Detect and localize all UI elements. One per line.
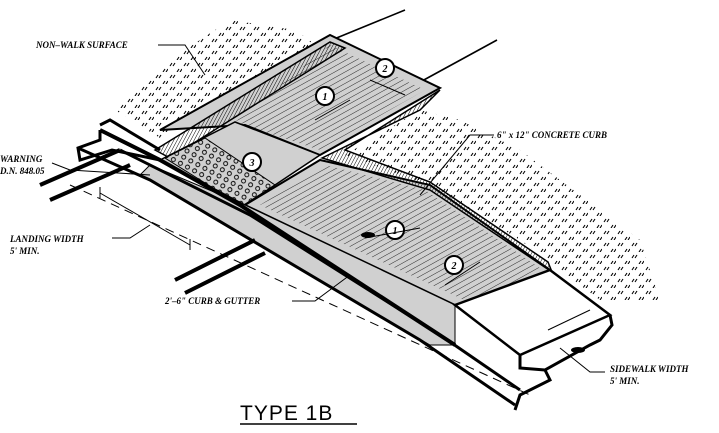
road-line-3: [174, 238, 256, 282]
curb-line-face: [119, 148, 521, 392]
drawing-title: TYPE 1B: [240, 402, 333, 425]
callout-circle-1-lower: 1: [385, 220, 405, 240]
label-curb-gutter: 2'–6" CURB & GUTTER: [164, 296, 260, 306]
leader-sidewalk: [559, 347, 605, 373]
label-landing-min: 5' MIN.: [10, 246, 40, 256]
road-line-2: [49, 163, 131, 202]
label-non-walk-surface: NON–WALK SURFACE: [35, 40, 128, 50]
sidewalk-width-dim: [547, 309, 591, 331]
leader-concrete-curb: [419, 134, 494, 196]
svg-text:2: 2: [451, 261, 457, 272]
leader-warning: [51, 162, 151, 176]
callout-circle-2-upper: 2: [375, 58, 395, 78]
slope-arrow-upper: [314, 99, 351, 121]
concrete-curb-lower: [319, 89, 554, 274]
curb-top-left: [99, 118, 161, 152]
slope-arrow-lower-2: [444, 261, 481, 286]
svg-text:1: 1: [393, 226, 398, 237]
leader-non-walk: [158, 44, 206, 76]
svg-text:1: 1: [323, 92, 328, 103]
label-warning: WARNING: [0, 154, 43, 164]
landing-width-dim: [99, 192, 191, 246]
label-sidewalk-width: SIDEWALK WIDTH: [610, 364, 689, 374]
leader-landing: [112, 224, 151, 239]
leader-curb-gutter: [292, 274, 351, 302]
svg-text:3: 3: [249, 158, 255, 169]
gutter-flow-line: [69, 184, 531, 396]
slope-arrow-upper-2: [369, 79, 406, 96]
drain-mark-ramp: [361, 232, 375, 238]
label-concrete-curb: 6" x 12" CONCRETE CURB: [497, 130, 607, 140]
svg-text:2: 2: [382, 64, 388, 75]
label-sidewalk-min: 5' MIN.: [610, 376, 640, 386]
gutter-line: [77, 146, 516, 407]
grass-area-right: [345, 110, 660, 300]
callout-circle-3: 3: [242, 152, 262, 172]
label-warning-ref: D.N. 848.05: [0, 166, 45, 176]
road-line-1: [39, 148, 121, 187]
curb-end-right-face: [518, 355, 546, 372]
callout-circle-1-upper: 1: [315, 86, 335, 106]
label-landing-width: LANDING WIDTH: [9, 234, 85, 244]
concrete-curb-upper: [153, 41, 347, 159]
callout-circle-2-lower: 2: [444, 255, 464, 275]
curb-end-right: [513, 314, 614, 411]
drain-mark-sidewalk: [571, 347, 585, 353]
road-line-4: [184, 251, 266, 295]
grass-area-left: [115, 20, 330, 138]
